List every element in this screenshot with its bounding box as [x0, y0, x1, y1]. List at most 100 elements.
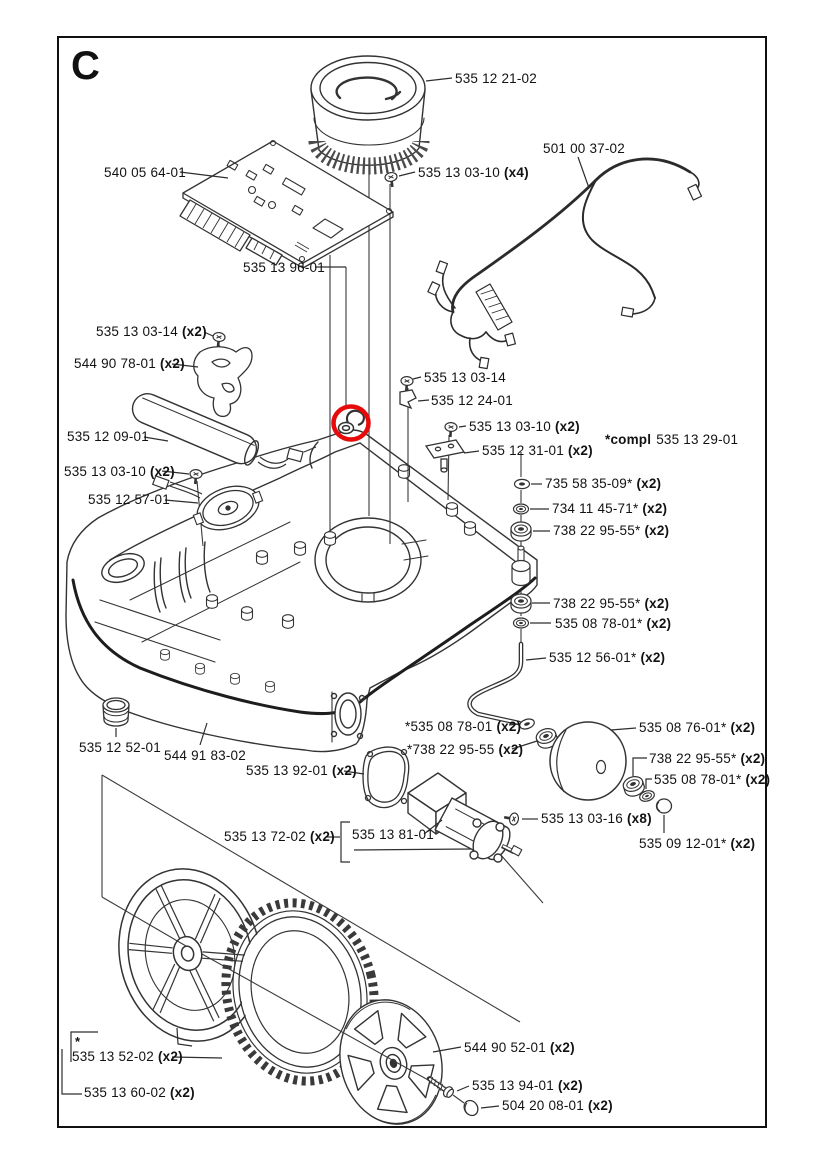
part-qty: (x2) — [496, 719, 522, 734]
footnote-star: * — [75, 1034, 81, 1049]
label-535-13-03-10-x2-a: 535 13 03-10(x2) — [469, 419, 580, 435]
label-535-08-78-01-b: 535 08 78-01*(x2) — [654, 772, 770, 788]
label-735-58-35-09: 735 58 35-09*(x2) — [545, 476, 661, 492]
part-number: 535 12 21-02 — [455, 71, 537, 86]
hook-clip — [337, 409, 365, 435]
part-number: 535 08 76-01* — [639, 720, 727, 735]
part-qty: (x2) — [557, 1078, 583, 1093]
label-738-22-95-55-star: *738 22 95-55(x2) — [407, 742, 523, 758]
part-qty: (x2) — [644, 596, 670, 611]
part-number: 535 13 03-14 — [96, 324, 178, 339]
part-qty: (x2) — [644, 523, 670, 538]
page-frame — [57, 36, 767, 1128]
part-qty: (x4) — [503, 165, 529, 180]
label-734-11-45-71: 734 11 45-71*(x2) — [552, 501, 667, 517]
label-535-12-56-01: 535 12 56-01*(x2) — [549, 650, 665, 666]
part-qty: (x2) — [587, 1098, 613, 1113]
label-544-90-52-01: 544 90 52-01(x2) — [464, 1040, 575, 1056]
part-qty: (x2) — [149, 464, 175, 479]
screw-cap — [463, 1099, 479, 1117]
part-qty: (x2) — [640, 650, 666, 665]
label-544-91-83-02: 544 91 83-02 — [164, 748, 246, 764]
part-qty: (x2) — [730, 720, 756, 735]
label-535-13-03-14: 535 13 03-14 — [424, 370, 506, 386]
part-qty: (x2) — [159, 356, 185, 371]
part-qty: (x2) — [554, 419, 580, 434]
part-number: 535 13 03-10 — [469, 419, 551, 434]
label-535-08-78-01-star: *535 08 78-01(x2) — [405, 719, 521, 735]
plate-535-12-31-01 — [424, 439, 466, 473]
label-535-12-31-01: 535 12 31-01(x2) — [482, 443, 593, 459]
part-qty: (x2) — [169, 1085, 195, 1100]
bracket — [193, 346, 253, 418]
tire — [221, 898, 379, 1086]
label-535-13-03-16: 535 13 03-16(x8) — [541, 811, 652, 827]
part-qty: (x2) — [740, 751, 766, 766]
part-number: 535 13 94-01 — [472, 1078, 554, 1093]
part-number: 535 12 09-01 — [67, 429, 149, 444]
part-number: 734 11 45-71* — [552, 501, 639, 516]
label-535-12-24-01: 535 12 24-01 — [431, 393, 513, 409]
part-number: 540 05 64-01 — [104, 165, 186, 180]
part-qty: (x2) — [498, 742, 524, 757]
part-number: 535 12 57-01 — [88, 492, 170, 507]
label-535-12-57-01: 535 12 57-01 — [88, 492, 170, 508]
part-qty: (x2) — [181, 324, 207, 339]
part-number: 544 90 52-01 — [464, 1040, 546, 1055]
part-number: 738 22 95-55* — [553, 596, 641, 611]
label-535-13-03-14-x2: 535 13 03-14(x2) — [96, 324, 207, 340]
label-544-90-78-01: 544 90 78-01(x2) — [74, 356, 185, 372]
part-number: 501 00 37-02 — [543, 141, 625, 156]
part-number: 535 13 72-02 — [224, 829, 306, 844]
part-number: 535 08 78-01* — [654, 772, 742, 787]
part-qty: (x2) — [646, 616, 672, 631]
part-qty: (x2) — [642, 501, 668, 516]
label-738-22-95-55-b: 738 22 95-55*(x2) — [553, 596, 669, 612]
part-qty: (x2) — [309, 829, 335, 844]
part-number: 535 12 31-01 — [482, 443, 564, 458]
part-number: 738 22 95-55* — [649, 751, 737, 766]
part-number: 535 13 03-10 — [418, 165, 500, 180]
projection-lines — [101, 774, 544, 1104]
compl-prefix: *compl — [605, 432, 652, 447]
part-number: 544 91 83-02 — [164, 748, 246, 763]
clip-535-12-24-01 — [399, 389, 417, 410]
circuit-board — [179, 139, 394, 269]
wire-harness — [427, 157, 703, 370]
part-qty: (x2) — [730, 836, 756, 851]
part-qty: (x2) — [157, 1049, 183, 1064]
label-535-12-09-01: 535 12 09-01 — [67, 429, 149, 445]
part-qty: (x2) — [745, 772, 771, 787]
label-535-13-92-01: 535 13 92-01(x2) — [246, 763, 357, 779]
label-540-05-64-01: 540 05 64-01 — [104, 165, 186, 181]
battery — [131, 393, 317, 469]
front-wheel — [549, 721, 627, 801]
hub-cap — [339, 999, 443, 1125]
part-number: 535 08 78-01* — [555, 616, 643, 631]
leader-lines — [61, 77, 665, 1109]
label-738-22-95-55-c: 738 22 95-55*(x2) — [649, 751, 765, 767]
label-535-13-03-10-x2-b: 535 13 03-10(x2) — [64, 464, 175, 480]
part-qty: (x2) — [549, 1040, 575, 1055]
part-number: 535 13 96-01 — [243, 260, 325, 275]
highlight-circle — [331, 404, 371, 442]
part-number: 738 22 95-55* — [553, 523, 641, 538]
hub-cap-small — [655, 798, 673, 814]
pivot-rod — [467, 641, 524, 726]
part-number: 544 90 78-01 — [74, 356, 156, 371]
part-number: 535 12 56-01* — [549, 650, 637, 665]
part-qty: (x8) — [626, 811, 652, 826]
part-number: 535 13 60-02 — [84, 1085, 166, 1100]
part-number: *738 22 95-55 — [407, 742, 495, 757]
speaker — [151, 475, 264, 531]
label-535-13-60-02: 535 13 60-02(x2) — [84, 1085, 195, 1101]
part-qty: (x2) — [567, 443, 593, 458]
gasket — [362, 746, 410, 809]
label-535-09-12-01: 535 09 12-01*(x2) — [639, 836, 755, 852]
label-535-13-52-02: 535 13 52-02(x2) — [72, 1049, 183, 1065]
part-number: 735 58 35-09* — [545, 476, 633, 491]
label-535-13-72-02: 535 13 72-02(x2) — [224, 829, 335, 845]
